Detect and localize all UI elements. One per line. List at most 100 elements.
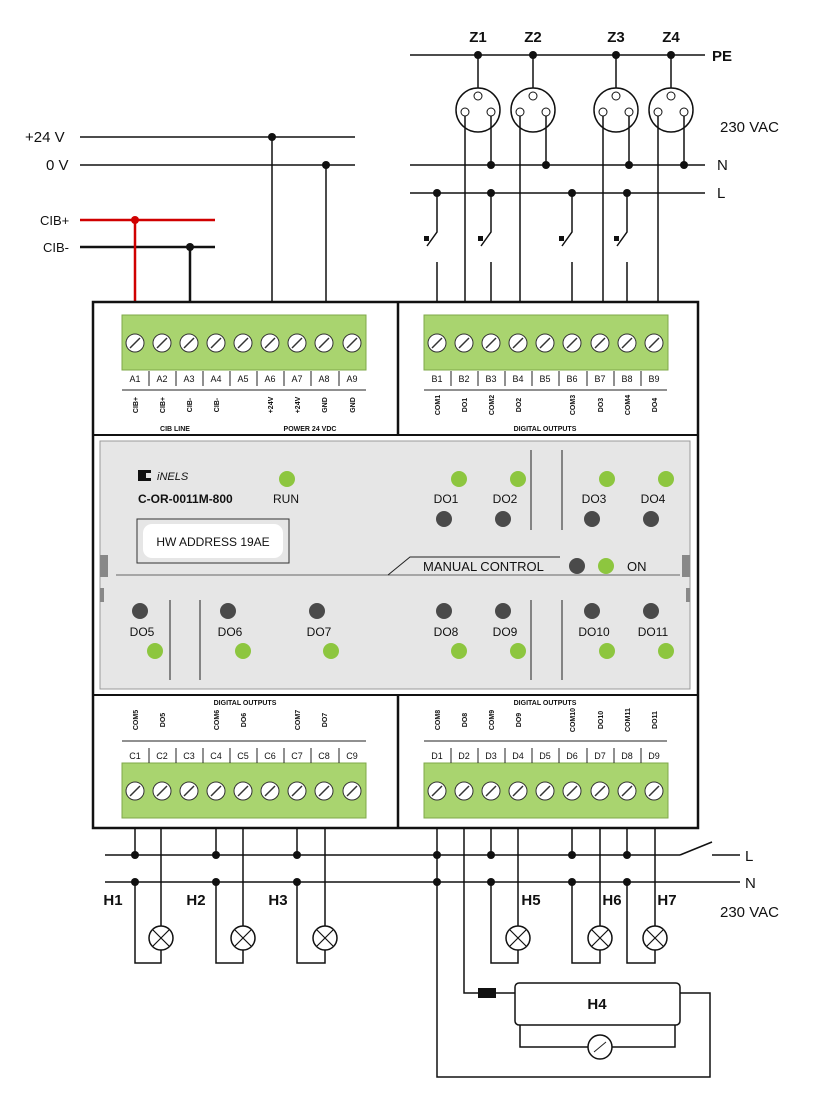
terminal-screw-d6[interactable] bbox=[562, 781, 582, 801]
terminal-screw-c5[interactable] bbox=[233, 781, 253, 801]
terminal-func-6: DO3 bbox=[598, 398, 605, 413]
terminal-group-label: POWER 24 VDC bbox=[284, 426, 337, 433]
terminal-screw-b9[interactable] bbox=[644, 333, 664, 353]
terminal-screw-b7[interactable] bbox=[590, 333, 610, 353]
terminal-func-3: DO2 bbox=[516, 398, 523, 413]
button-do9[interactable] bbox=[495, 603, 511, 619]
terminal-screw-a1[interactable] bbox=[125, 333, 145, 353]
terminal-id-2: C3 bbox=[183, 751, 195, 761]
lamp-label-h6: H6 bbox=[602, 892, 621, 909]
terminal-screw-b4[interactable] bbox=[508, 333, 528, 353]
model-number: C-OR-0011M-800 bbox=[138, 492, 233, 506]
terminal-id-0: A1 bbox=[129, 374, 140, 384]
terminal-screw-d3[interactable] bbox=[481, 781, 501, 801]
terminal-screw-c1[interactable] bbox=[125, 781, 145, 801]
output-label-do2: DO2 bbox=[493, 492, 518, 506]
terminal-screw-c3[interactable] bbox=[179, 781, 199, 801]
button-do8[interactable] bbox=[436, 603, 452, 619]
terminal-func-6: +24V bbox=[295, 396, 302, 413]
button-do10[interactable] bbox=[584, 603, 600, 619]
terminal-screw-c2[interactable] bbox=[152, 781, 172, 801]
terminal-func-4: DO6 bbox=[241, 713, 248, 728]
terminal-screw-b3[interactable] bbox=[481, 333, 501, 353]
button-do7[interactable] bbox=[309, 603, 325, 619]
terminal-func-0: COM1 bbox=[435, 395, 442, 415]
label-230vac-top: 230 VAC bbox=[720, 119, 779, 136]
terminal-screw-b2[interactable] bbox=[454, 333, 474, 353]
terminal-screw-a6[interactable] bbox=[260, 333, 280, 353]
terminal-screw-a5[interactable] bbox=[233, 333, 253, 353]
terminal-screw-a7[interactable] bbox=[287, 333, 307, 353]
terminal-id-4: A5 bbox=[237, 374, 248, 384]
terminal-func-2: COM9 bbox=[489, 710, 496, 730]
terminal-screw-a3[interactable] bbox=[179, 333, 199, 353]
terminal-screw-b6[interactable] bbox=[562, 333, 582, 353]
terminal-screw-c6[interactable] bbox=[260, 781, 280, 801]
terminal-id-7: B8 bbox=[621, 374, 632, 384]
manual-control-label: MANUAL CONTROL bbox=[423, 559, 544, 574]
terminal-id-5: C6 bbox=[264, 751, 276, 761]
terminal-screw-d9[interactable] bbox=[644, 781, 664, 801]
terminal-id-7: C8 bbox=[318, 751, 330, 761]
led-do4 bbox=[658, 471, 674, 487]
terminal-func-7: COM11 bbox=[625, 708, 632, 732]
label-cib-minus: CIB- bbox=[43, 240, 69, 255]
terminal-func-2: CIB- bbox=[187, 397, 194, 412]
button-do1[interactable] bbox=[436, 511, 452, 527]
lamp-h6 bbox=[568, 828, 613, 964]
button-do2[interactable] bbox=[495, 511, 511, 527]
socket-z3 bbox=[593, 51, 639, 302]
terminal-screw-d5[interactable] bbox=[535, 781, 555, 801]
terminal-screw-b5[interactable] bbox=[535, 333, 555, 353]
terminal-screw-b8[interactable] bbox=[617, 333, 637, 353]
terminal-screw-d4[interactable] bbox=[508, 781, 528, 801]
led-do2 bbox=[510, 471, 526, 487]
terminal-id-6: D7 bbox=[594, 751, 606, 761]
button-do6[interactable] bbox=[220, 603, 236, 619]
output-label-do10: DO10 bbox=[578, 625, 610, 639]
switch-icon bbox=[614, 189, 631, 302]
terminal-id-7: A8 bbox=[318, 374, 329, 384]
terminal-screw-a8[interactable] bbox=[314, 333, 334, 353]
terminal-screw-b1[interactable] bbox=[427, 333, 447, 353]
terminal-id-3: C4 bbox=[210, 751, 222, 761]
led-do10 bbox=[599, 643, 615, 659]
hw-address: HW ADDRESS 19AE bbox=[156, 535, 269, 549]
terminal-screw-c9[interactable] bbox=[342, 781, 362, 801]
manual-control-button[interactable] bbox=[569, 558, 585, 574]
terminal-screw-d2[interactable] bbox=[454, 781, 474, 801]
button-do3[interactable] bbox=[584, 511, 600, 527]
manual-on-led bbox=[598, 558, 614, 574]
terminal-func-3: CIB- bbox=[214, 397, 221, 412]
terminal-id-0: B1 bbox=[431, 374, 442, 384]
terminal-func-7: DO7 bbox=[322, 713, 329, 728]
terminal-screw-d8[interactable] bbox=[617, 781, 637, 801]
terminal-screw-d1[interactable] bbox=[427, 781, 447, 801]
label-h4: H4 bbox=[587, 996, 607, 1013]
terminal-func-1: CIB+ bbox=[160, 397, 167, 413]
terminal-id-2: A3 bbox=[183, 374, 194, 384]
label-230vac-bottom: 230 VAC bbox=[720, 904, 779, 921]
terminal-group-label: DIGITAL OUTPUTS bbox=[514, 426, 577, 433]
button-do11[interactable] bbox=[643, 603, 659, 619]
button-do4[interactable] bbox=[643, 511, 659, 527]
terminal-screw-a9[interactable] bbox=[342, 333, 362, 353]
lamp-h1 bbox=[131, 828, 174, 964]
terminal-id-3: D4 bbox=[512, 751, 524, 761]
label-cib-plus: CIB+ bbox=[40, 213, 69, 228]
terminal-func-5: +24V bbox=[268, 396, 275, 413]
terminal-screw-c4[interactable] bbox=[206, 781, 226, 801]
terminal-screw-c8[interactable] bbox=[314, 781, 334, 801]
logo-text: iNELS bbox=[157, 471, 189, 483]
terminal-group-label: CIB LINE bbox=[160, 426, 190, 433]
button-do5[interactable] bbox=[132, 603, 148, 619]
terminal-screw-c7[interactable] bbox=[287, 781, 307, 801]
terminal-screw-a2[interactable] bbox=[152, 333, 172, 353]
output-label-do3: DO3 bbox=[582, 492, 607, 506]
terminal-screw-a4[interactable] bbox=[206, 333, 226, 353]
terminal-id-0: C1 bbox=[129, 751, 141, 761]
terminal-screw-d7[interactable] bbox=[590, 781, 610, 801]
terminal-func-7: GND bbox=[322, 397, 329, 413]
terminal-id-2: B3 bbox=[485, 374, 496, 384]
